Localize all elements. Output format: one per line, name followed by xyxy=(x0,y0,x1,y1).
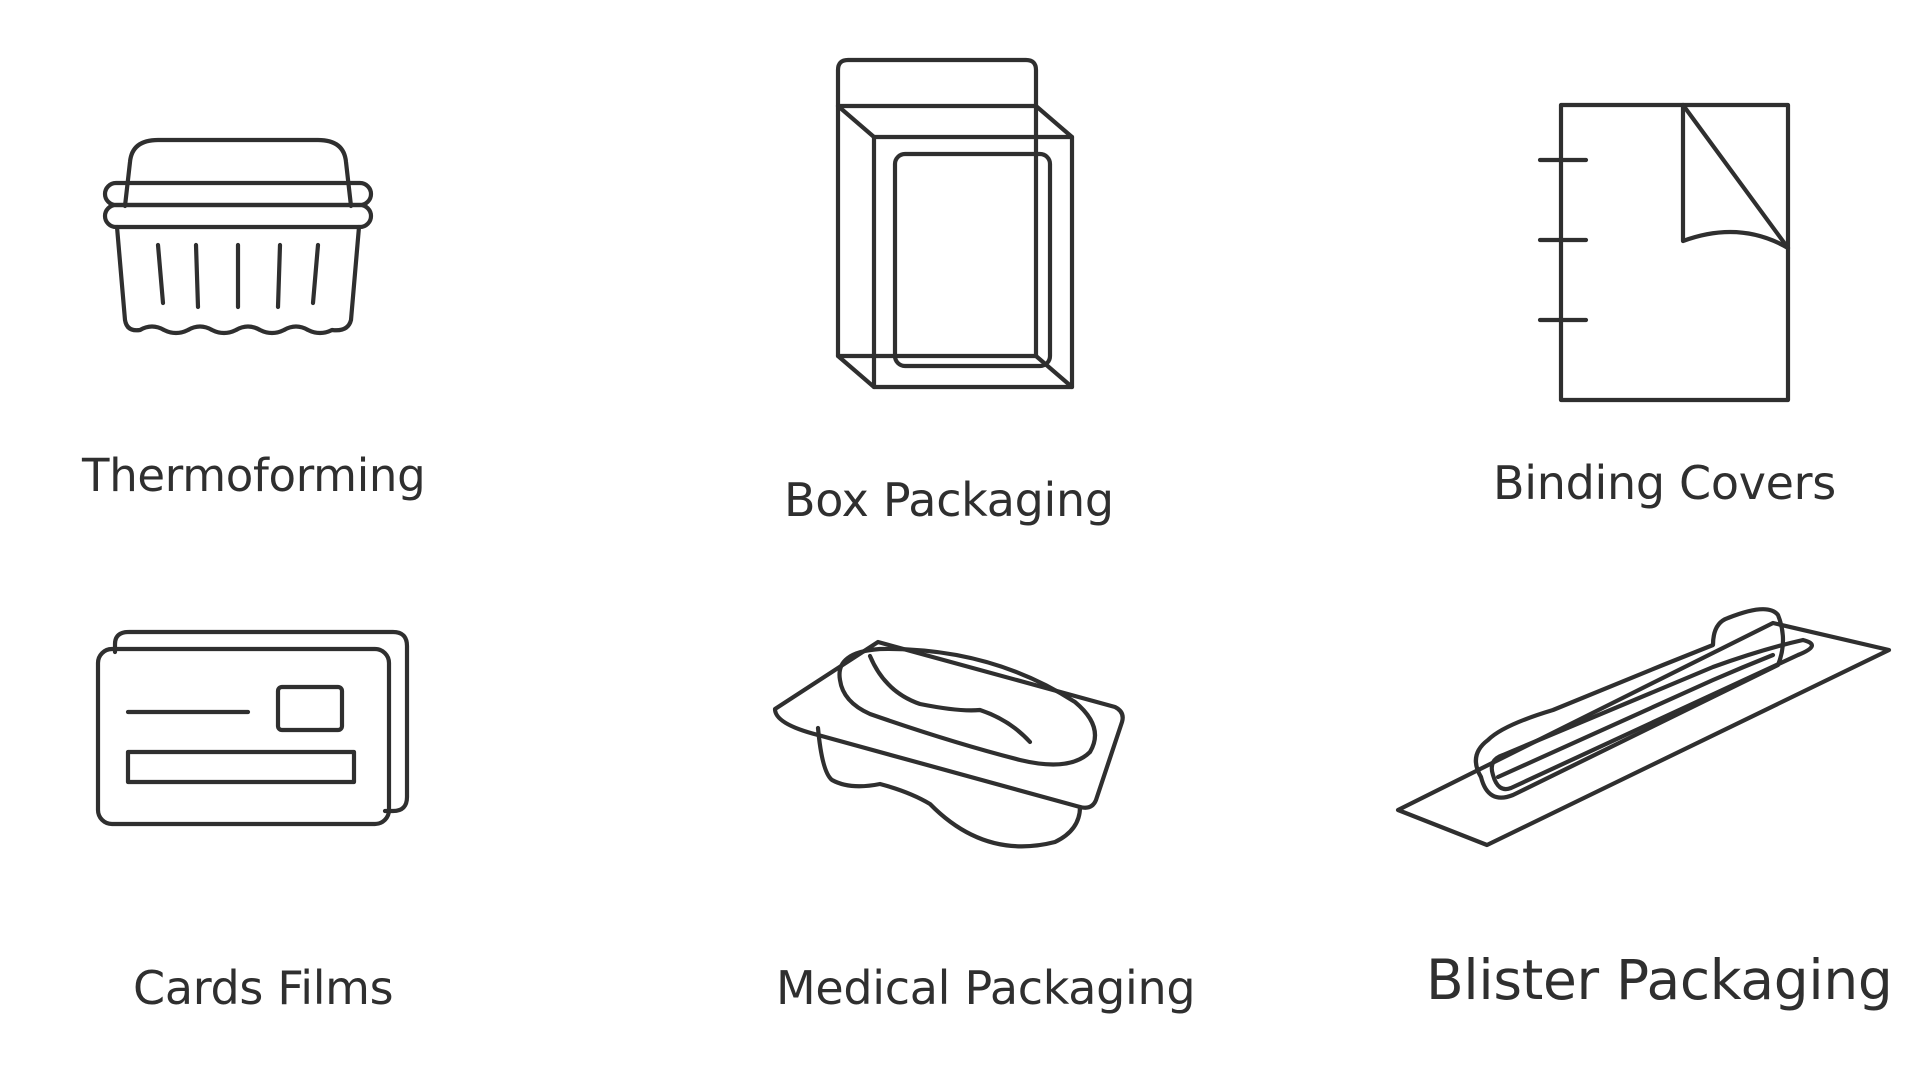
label-medical-packaging: Medical Packaging xyxy=(776,961,1196,1015)
label-box-packaging: Box Packaging xyxy=(784,473,1114,527)
label-binding-covers: Binding Covers xyxy=(1493,456,1836,510)
label-blister-packaging: Blister Packaging xyxy=(1426,948,1893,1012)
label-thermoforming: Thermoforming xyxy=(82,449,426,502)
binding-cover-icon xyxy=(1535,100,1795,410)
label-cards-films: Cards Films xyxy=(133,961,394,1015)
blister-pack-icon xyxy=(1393,605,1893,855)
cards-icon xyxy=(93,627,423,827)
medical-tray-icon xyxy=(770,632,1125,852)
thermoformed-container-icon xyxy=(100,135,380,345)
clear-box-icon xyxy=(833,56,1083,390)
